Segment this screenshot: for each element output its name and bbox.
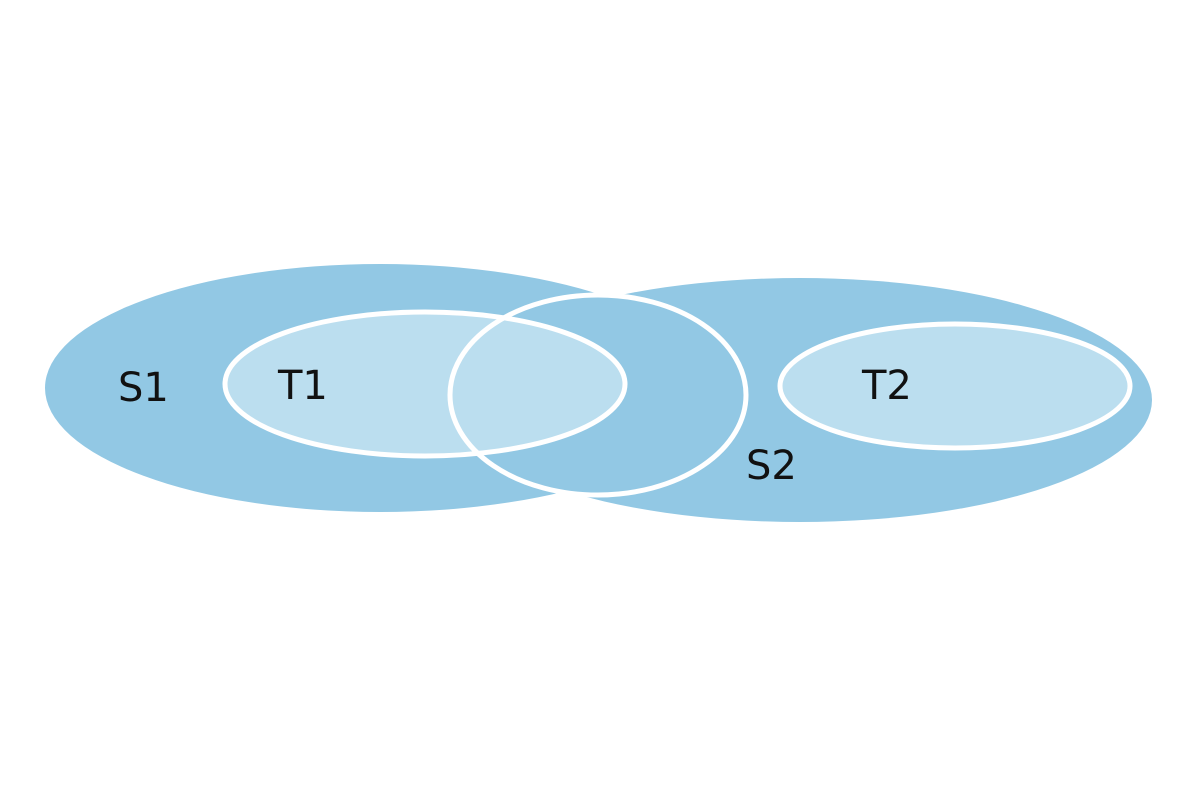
label-t1: T1 (277, 363, 328, 409)
label-t2: T2 (861, 363, 912, 409)
set-t1-ellipse (222, 309, 628, 459)
label-s1: S1 (118, 365, 169, 411)
label-s2: S2 (746, 443, 797, 489)
set-t2-ellipse (777, 321, 1133, 451)
intersection-outline (447, 292, 749, 498)
